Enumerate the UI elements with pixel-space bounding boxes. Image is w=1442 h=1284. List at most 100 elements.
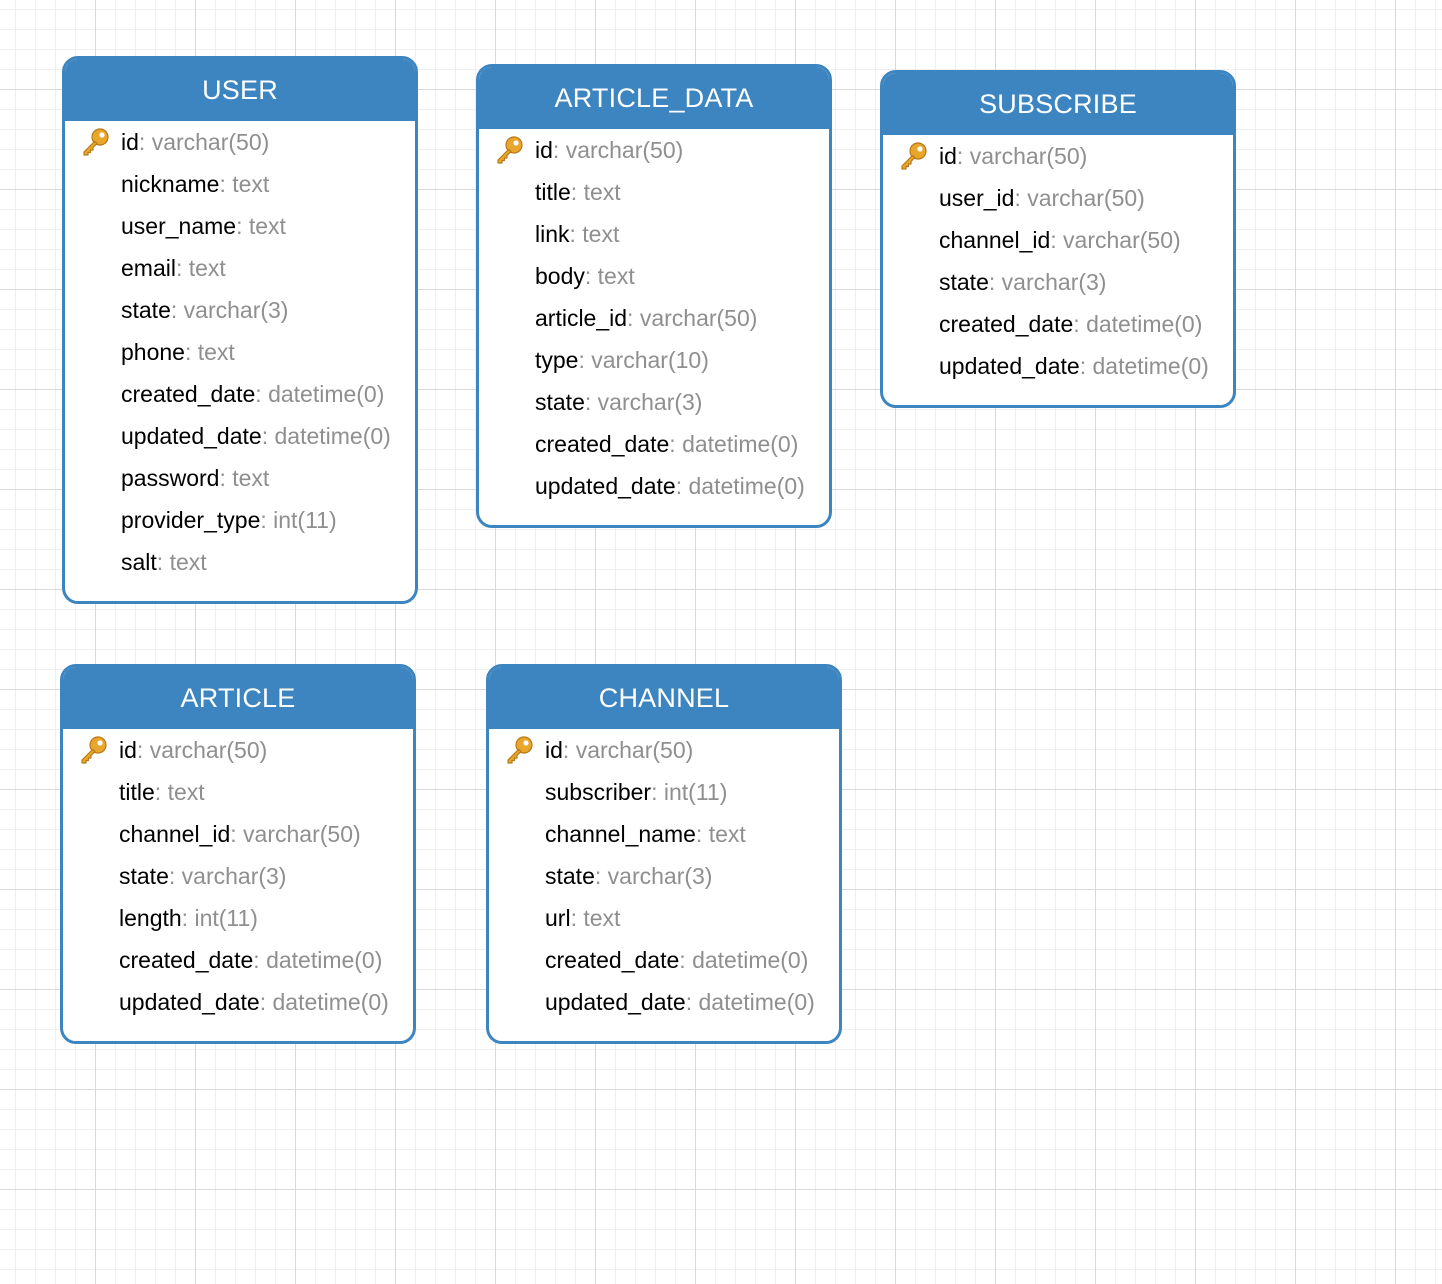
field-row[interactable]: state: varchar(3) <box>489 855 839 897</box>
field-type: varchar(50) <box>1063 227 1181 253</box>
field-type: varchar(3) <box>183 297 289 323</box>
field-separator: : <box>685 989 699 1015</box>
field-name: user_id <box>939 185 1015 211</box>
field-row[interactable]: updated_date: datetime(0) <box>883 345 1233 387</box>
field-name: title <box>119 779 155 805</box>
field-row[interactable]: created_date: datetime(0) <box>63 939 413 981</box>
field-separator: : <box>219 171 233 197</box>
field-type: datetime(0) <box>268 381 385 407</box>
field-name: channel_id <box>939 227 1051 253</box>
field-row[interactable]: title: text <box>479 171 829 213</box>
field-type: datetime(0) <box>688 473 805 499</box>
field-separator: : <box>562 737 576 763</box>
field-type: varchar(50) <box>575 737 694 763</box>
field-type: int(11) <box>194 905 258 931</box>
field-type: datetime(0) <box>266 947 383 973</box>
field-name: url <box>545 905 571 931</box>
field-type: datetime(0) <box>1086 311 1203 337</box>
field-type: text <box>583 905 621 931</box>
field-name: id <box>535 137 553 163</box>
entity-title[interactable]: USER <box>65 59 415 121</box>
field-row[interactable]: created_date: datetime(0) <box>489 939 839 981</box>
field-row[interactable]: title: text <box>63 771 413 813</box>
entity-subscribe[interactable]: SUBSCRIBE id: varchar(50)user_id: varcha… <box>880 70 1236 408</box>
field-row[interactable]: body: text <box>479 255 829 297</box>
field-row-primary-key[interactable]: id: varchar(50) <box>65 121 415 163</box>
field-name: updated_date <box>121 423 262 449</box>
entity-title[interactable]: CHANNEL <box>489 667 839 729</box>
field-separator: : <box>136 737 150 763</box>
field-row[interactable]: updated_date: datetime(0) <box>489 981 839 1023</box>
field-type: varchar(3) <box>1001 269 1107 295</box>
field-row[interactable]: channel_id: varchar(50) <box>883 219 1233 261</box>
field-row[interactable]: nickname: text <box>65 163 415 205</box>
field-row[interactable]: provider_type: int(11) <box>65 499 415 541</box>
field-row[interactable]: type: varchar(10) <box>479 339 829 381</box>
entity-title[interactable]: ARTICLE <box>63 667 413 729</box>
field-row[interactable]: url: text <box>489 897 839 939</box>
field-row[interactable]: email: text <box>65 247 415 289</box>
field-row[interactable]: article_id: varchar(50) <box>479 297 829 339</box>
field-row[interactable]: user_name: text <box>65 205 415 247</box>
field-type: datetime(0) <box>698 989 815 1015</box>
field-separator: : <box>1073 311 1087 337</box>
field-row[interactable]: channel_id: varchar(50) <box>63 813 413 855</box>
field-row[interactable]: updated_date: datetime(0) <box>65 415 415 457</box>
field-row[interactable]: state: varchar(3) <box>65 289 415 331</box>
field-name: updated_date <box>939 353 1080 379</box>
field-row[interactable]: length: int(11) <box>63 897 413 939</box>
field-row[interactable]: created_date: datetime(0) <box>65 373 415 415</box>
field-type: varchar(50) <box>565 137 684 163</box>
field-name: created_date <box>545 947 680 973</box>
field-row[interactable]: updated_date: datetime(0) <box>63 981 413 1023</box>
field-row[interactable]: state: varchar(3) <box>479 381 829 423</box>
field-type: text <box>188 255 226 281</box>
field-row-primary-key[interactable]: id: varchar(50) <box>883 135 1233 177</box>
field-type: int(11) <box>663 779 728 805</box>
field-name: channel_id <box>119 821 231 847</box>
field-separator: : <box>552 137 566 163</box>
field-name: nickname <box>121 171 220 197</box>
field-type: text <box>583 179 621 205</box>
field-separator: : <box>569 221 583 247</box>
field-row[interactable]: salt: text <box>65 541 415 583</box>
field-row-primary-key[interactable]: id: varchar(50) <box>479 129 829 171</box>
field-row[interactable]: state: varchar(3) <box>883 261 1233 303</box>
field-row[interactable]: channel_name: text <box>489 813 839 855</box>
field-separator: : <box>1014 185 1028 211</box>
field-row[interactable]: created_date: datetime(0) <box>883 303 1233 345</box>
field-type: varchar(3) <box>607 863 713 889</box>
field-name: subscriber <box>545 779 652 805</box>
field-separator: : <box>154 779 168 805</box>
field-list: id: varchar(50)user_id: varchar(50)chann… <box>883 135 1233 405</box>
field-separator: : <box>627 305 640 331</box>
field-name: type <box>535 347 579 373</box>
field-row[interactable]: password: text <box>65 457 415 499</box>
field-name: created_date <box>119 947 254 973</box>
field-row[interactable]: updated_date: datetime(0) <box>479 465 829 507</box>
field-type: varchar(50) <box>243 821 361 847</box>
field-name: article_id <box>535 305 628 331</box>
field-row[interactable]: subscriber: int(11) <box>489 771 839 813</box>
field-type: text <box>597 263 635 289</box>
field-row-primary-key[interactable]: id: varchar(50) <box>489 729 839 771</box>
field-row[interactable]: created_date: datetime(0) <box>479 423 829 465</box>
entity-channel[interactable]: CHANNEL id: varchar(50)subscriber: int(1… <box>486 664 842 1044</box>
field-separator: : <box>1050 227 1064 253</box>
field-separator: : <box>156 549 170 575</box>
field-name: channel_name <box>545 821 696 847</box>
field-separator: : <box>1079 353 1093 379</box>
field-row[interactable]: link: text <box>479 213 829 255</box>
field-type: text <box>169 549 207 575</box>
entity-title[interactable]: SUBSCRIBE <box>883 73 1233 135</box>
field-row[interactable]: phone: text <box>65 331 415 373</box>
field-separator: : <box>259 989 273 1015</box>
field-row-primary-key[interactable]: id: varchar(50) <box>63 729 413 771</box>
entity-title[interactable]: ARTICLE_DATA <box>479 67 829 129</box>
field-row[interactable]: state: varchar(3) <box>63 855 413 897</box>
field-row[interactable]: user_id: varchar(50) <box>883 177 1233 219</box>
